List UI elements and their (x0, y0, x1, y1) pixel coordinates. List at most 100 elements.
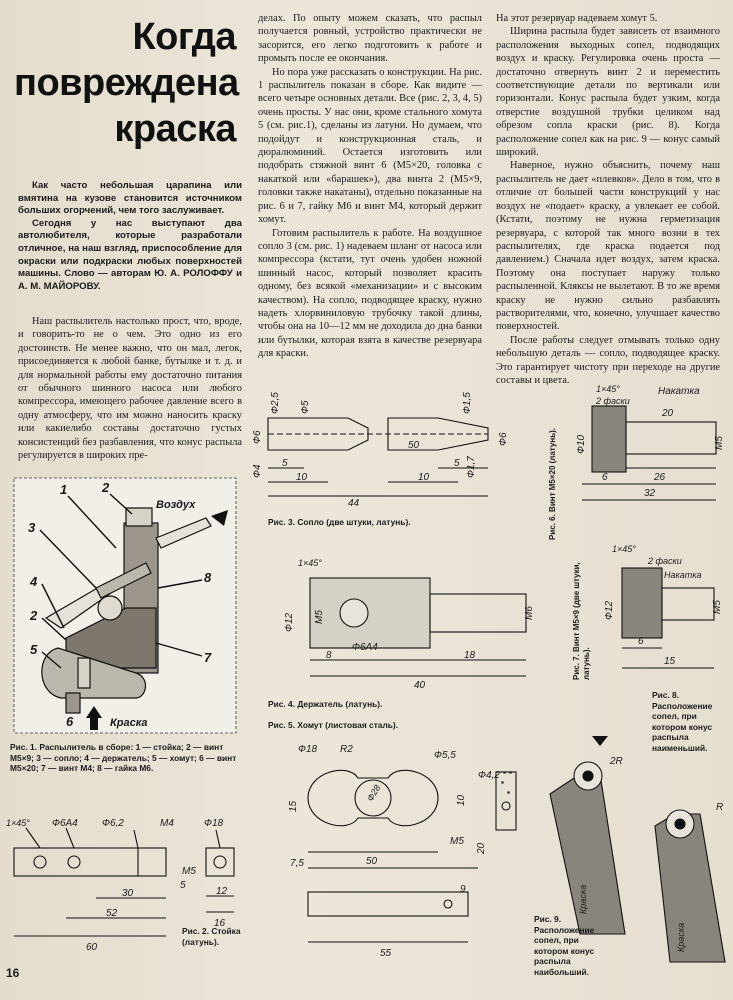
figure-7-screw: 1×45° 2 фаски Накатка Ф12 М5 6 15 (604, 544, 723, 669)
fig3-dim-d17: Ф1,7 (466, 456, 477, 478)
fig1-label-air: Воздух (156, 499, 196, 511)
col2-paragraph-1: делах. По опыту можем сказать, что распы… (258, 13, 482, 65)
fig2-dim-chamfer: 1×45° (6, 818, 30, 828)
column-1-intro: Как часто небольшая царапина или вмятина… (18, 180, 242, 293)
fig5-dim-d55: Ф5,5 (434, 750, 456, 761)
article-title: Когда повреждена краска (14, 14, 239, 152)
fig2-dim-l12: 12 (216, 886, 228, 897)
fig7-dim-chamfer: 1×45° (612, 544, 636, 554)
fig5-dim-l55: 55 (380, 948, 392, 959)
figure-3-nozzle: Ф2,5 Ф5 Ф6 Ф4 Ф1,5 Ф6 Ф1,7 5 10 44 50 10… (252, 392, 509, 509)
caption-fig9: Рис. 9. Расположение сопел, при котором … (534, 914, 595, 977)
fig2-dim-l30: 30 (122, 888, 134, 899)
figure-1-assembly: 1 2 3 4 2 5 6 7 8 Воздух Краска (13, 477, 237, 734)
caption-fig2: Рис. 2. Стойка (латунь). (182, 926, 241, 947)
fig6-dim-m5: М5 (714, 436, 725, 450)
fig2-dim-l5: 5 (180, 880, 186, 891)
fig2-dim-m4: М4 (160, 818, 174, 829)
fig5-dim-l75: 7,5 (290, 858, 304, 869)
title-line-1: Когда (132, 16, 236, 58)
fig9-label-paint: Краска (676, 923, 686, 952)
intro-paragraph: Сегодня у нас выступают два автолюбителя… (18, 217, 242, 292)
page-number: 16 (6, 966, 20, 980)
caption-fig3: Рис. 3. Сопло (две штуки, латунь). (268, 517, 411, 527)
fig4-dim-l18: 18 (464, 650, 476, 661)
fig6-dim-l20: 20 (661, 408, 674, 419)
fig2-dim-l60: 60 (86, 942, 98, 953)
fig1-label-1: 1 (60, 482, 67, 497)
fig2-dim-l52: 52 (106, 908, 118, 919)
fig7-dim-m5: М5 (712, 600, 723, 614)
fig6-dim-fasks: 2 фаски (595, 396, 630, 406)
figure-2-stand: 1×45° Ф6А4 Ф6,2 М4 Ф18 М5 5 30 52 60 12 … (6, 818, 235, 953)
fig6-dim-l26: 26 (653, 472, 666, 483)
fig2-dim-m5: М5 (182, 866, 196, 877)
caption-fig1: Рис. 1. Распылитель в сборе: 1 — стойка;… (10, 742, 237, 773)
title-line-3: краска (114, 108, 236, 150)
fig8-label-radius: 2R (609, 756, 623, 767)
fig1-label-paint: Краска (110, 717, 148, 729)
fig9-label-radius: R (716, 802, 723, 813)
fig5-dim-r2: R2 (340, 744, 353, 755)
fig2-dim-d2: Ф6,2 (102, 818, 124, 829)
fig6-dim-l6: 6 (602, 472, 608, 483)
fig5-dim-m5: М5 (450, 836, 464, 847)
fig8-label-paint: Краска (578, 885, 588, 914)
fig3-dim-l5b: 5 (454, 458, 460, 469)
fig5-dim-d18: Ф18 (298, 744, 318, 755)
col3-paragraph-2: Ширина распыла будет зависеть от взаимно… (496, 26, 720, 159)
fig1-label-3: 3 (28, 520, 36, 535)
fig4-dim-d6a4: Ф6А4 (352, 642, 378, 653)
fig3-dim-l10a: 10 (296, 472, 308, 483)
fig4-dim-l40: 40 (414, 680, 426, 691)
caption-fig5: Рис. 5. Хомут (листовая сталь). (268, 720, 399, 730)
fig3-dim-d15: Ф1,5 (462, 392, 473, 414)
fig2-dim-d1: Ф6А4 (52, 818, 78, 829)
fig3-dim-l5a: 5 (282, 458, 288, 469)
fig4-dim-l8: 8 (326, 650, 332, 661)
col2-paragraph-3: Готовим распылитель к работе. На воздушн… (258, 227, 482, 360)
fig7-dim-fasks: 2 фаски (647, 556, 682, 566)
fig6-dim-knurl: Накатка (658, 386, 700, 397)
fig5-dim-l9: 9 (460, 884, 466, 895)
fig5-dim-l50: 50 (366, 856, 378, 867)
fig4-dim-m6: М6 (524, 606, 535, 620)
fig4-dim-chamfer: 1×45° (298, 558, 322, 568)
fig1-label-4: 4 (29, 574, 38, 589)
figure-5-clamp: Ф18 R2 Ф5,5 Ф4,2 15 10 Ф28 М5 7,5 50 20 … (288, 744, 517, 959)
fig3-dim-d5: Ф5 (300, 400, 311, 414)
column-3: На этот резервуар надеваем хомут 5. Шири… (496, 12, 720, 387)
fig5-dim-l15: 15 (288, 800, 299, 812)
col3-paragraph-3: Наверное, нужно объяснить, почему наш ра… (496, 160, 720, 333)
fig4-dim-d12: Ф12 (284, 612, 295, 632)
title-line-2: повреждена (14, 62, 239, 104)
fig1-label-5: 5 (30, 642, 38, 657)
fig4-dim-m5: М5 (314, 610, 325, 624)
lead-paragraph: Как часто небольшая царапина или вмятина… (18, 180, 242, 217)
fig5-dim-l20: 20 (476, 842, 487, 855)
fig5-dim-d42: Ф4,2 (478, 770, 500, 781)
fig3-dim-d6r: Ф6 (498, 432, 509, 446)
fig7-dim-l15: 15 (664, 656, 676, 667)
fig5-dim-l10: 10 (456, 794, 467, 806)
col3-paragraph-4: После работы следует отмывать только одн… (496, 334, 720, 386)
fig3-dim-l44: 44 (348, 498, 360, 509)
fig7-dim-knurl: Накатка (664, 570, 702, 580)
figure-4-holder: 1×45° Ф12 М5 М6 8 18 40 Ф6А4 (284, 558, 535, 691)
fig5-dim-l28: Ф28 (365, 783, 382, 803)
column-1-body: Наш распылитель настолько прост, что, вр… (18, 315, 242, 462)
fig3-dim-d4: Ф4 (252, 464, 263, 478)
column-2: делах. По опыту можем сказать, что распы… (258, 12, 482, 361)
fig3-dim-l50: 50 (408, 440, 420, 451)
caption-fig6: Рис. 6. Винт М5×20 (латунь). (548, 427, 557, 540)
fig3-dim-d25: Ф2,5 (270, 392, 281, 414)
figure-8-9-nozzle-positions: Краска Краска 2R R (549, 736, 726, 963)
fig7-dim-l6: 6 (638, 636, 644, 647)
fig6-dim-d10: Ф10 (576, 434, 587, 454)
col2-paragraph-2: Но пора уже рассказать о конструкции. На… (258, 66, 482, 226)
fig1-label-2b: 2 (29, 608, 38, 623)
fig2-dim-d18: Ф18 (204, 818, 224, 829)
caption-fig8: Рис. 8. Расположение сопел, при котором … (652, 690, 713, 753)
fig3-dim-d6: Ф6 (252, 430, 263, 444)
fig1-label-8: 8 (204, 570, 212, 585)
